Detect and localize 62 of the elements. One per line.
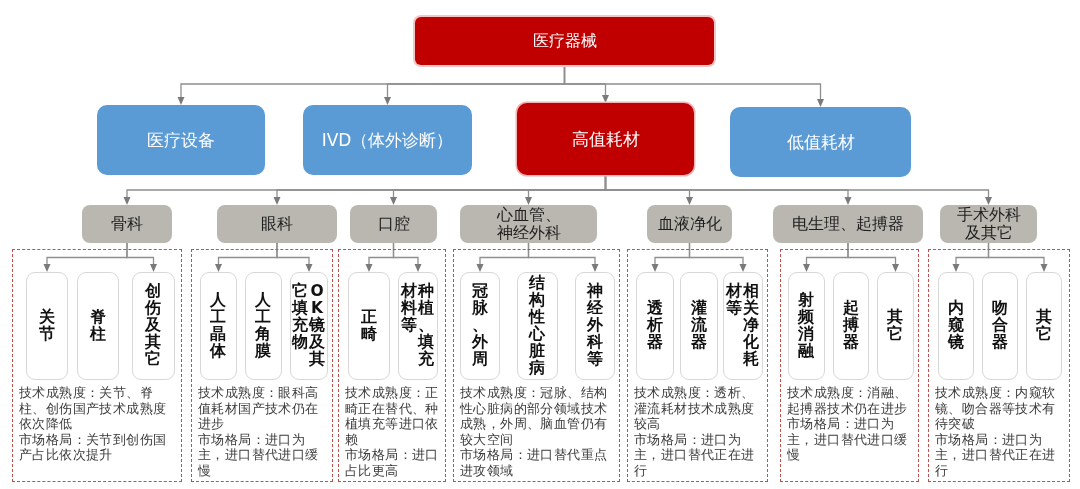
item-card: 种植、填充材料等 (397, 271, 438, 380)
item-card: 其它 (876, 271, 914, 380)
item-card: 冠脉、外周 (459, 271, 500, 380)
description-text: 市场格局：进口替代重点进攻领域 (460, 447, 609, 478)
connector-arrow (604, 174, 992, 205)
description-text: 技术成熟度：内窥软镜、吻合器等技术有待突破 (935, 385, 1057, 432)
dashed-group-box (928, 249, 1070, 482)
item-card: 脊柱 (76, 271, 119, 380)
connector-arrow (392, 242, 422, 272)
item-card: 起搏器 (832, 271, 869, 380)
description-text: 技术成熟度：冠脉、结构性心脏病的部分领域技术成熟，外周、脑血管仍有较大空间 (460, 385, 609, 447)
item-card: 内窥镜 (937, 271, 974, 380)
description-text: 技术成熟度：消融、起搏器技术仍在进步 (787, 385, 909, 416)
category-box: 骨科 (82, 205, 172, 243)
connector-arrow (527, 242, 599, 272)
description-text: 市场格局：进口为主，进口替代正在进行 (634, 431, 756, 478)
top-box: 医疗器械 (415, 17, 714, 65)
item-card: 人工晶体 (199, 271, 237, 380)
description-text: 市场格局：进口占比更高 (345, 447, 440, 478)
description-text: 市场格局：进口为主，进口替代进口缓慢 (787, 416, 909, 463)
item-card: 人工角膜 (244, 271, 282, 380)
description-text: 技术成熟度：关节、脊柱、创伤国产技术成熟度依次降低 (19, 385, 168, 432)
category-box: 血液净化 (647, 205, 732, 243)
branch-box: 高值耗材 (517, 103, 694, 175)
item-card: 透析器 (635, 271, 674, 380)
connector-arrow (126, 242, 157, 272)
category-box: 心血管、神经外科 (460, 205, 597, 243)
description-text: 市场格局：进口为主，进口替代正在进行 (935, 431, 1057, 478)
dashed-group-box (191, 249, 333, 482)
category-box: 眼科 (217, 205, 337, 243)
dashed-group-box (453, 249, 620, 482)
item-card: 灌流器 (679, 271, 718, 380)
item-card: 关节 (25, 271, 68, 380)
item-card: 创伤及其它 (131, 271, 175, 380)
connector-arrow (276, 242, 313, 272)
description-text: 市场格局：进口为主，进口替代进口缓慢 (198, 431, 320, 478)
description-text: 技术成熟度：正畸正在替代、种植填充等进口依赖 (345, 385, 440, 447)
branch-box: 低值耗材 (730, 107, 911, 177)
description-text: 市场格局：关节到创伤国产占比依次提升 (19, 431, 168, 463)
branch-box: IVD（体外诊断） (303, 105, 472, 175)
category-box: 口腔 (350, 205, 437, 243)
item-card: OK镜及其它填充物 (289, 271, 328, 380)
item-card: 吻合器 (981, 271, 1018, 380)
dashed-group-box (627, 249, 768, 482)
item-card: 其它 (1025, 271, 1062, 380)
category-box: 电生理、起搏器 (773, 205, 923, 243)
connector-arrow (847, 242, 899, 272)
connector-arrow (563, 64, 824, 107)
item-card: 正畸 (347, 271, 390, 380)
description-text: 技术成熟度：透析、灌流耗材技术成熟度较高 (634, 385, 756, 432)
description-text: 技术成熟度：眼科高值耗材国产技术仍在进步 (198, 385, 320, 432)
dashed-group-box (338, 249, 446, 482)
dashed-group-box (12, 249, 182, 482)
item-card: 结构性心脏病 (516, 271, 558, 380)
item-card: 相关净化耗材等 (722, 271, 763, 380)
category-box: 手术外科及其它 (940, 205, 1037, 243)
item-card: 神经外科等 (574, 271, 615, 380)
item-card: 射频消融 (787, 271, 825, 380)
connector-arrow (987, 242, 1048, 272)
connector-arrow (688, 242, 747, 272)
dashed-group-box (780, 249, 919, 482)
branch-box: 医疗设备 (97, 105, 265, 175)
